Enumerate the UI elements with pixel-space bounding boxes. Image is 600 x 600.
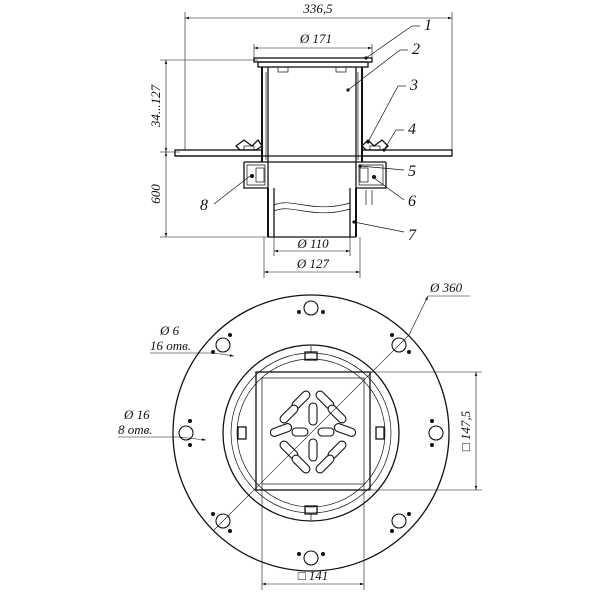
upper-body (261, 67, 363, 162)
section-view: 336,5 Ø 171 34...127 600 (148, 1, 453, 278)
large-hole-callout: Ø 16 8 отв. (118, 407, 207, 441)
callout-leaders (213, 25, 420, 233)
pipe-diameter-dimensions: Ø 110 Ø 127 (263, 236, 361, 278)
small-hole-callout: Ø 6 16 отв. (150, 323, 235, 357)
pipe-outer-diameter-label: Ø 127 (296, 256, 330, 271)
callout-6: 6 (408, 193, 416, 210)
grate-frame-inner (261, 377, 365, 485)
overall-width-label: 336,5 (302, 1, 333, 16)
height-range-label: 34...127 (148, 84, 163, 128)
clamp-housing (243, 161, 387, 189)
plan-view: Ø 360 Ø 6 16 отв. Ø 16 8 отв. □ 147,5 (118, 280, 482, 590)
wing-nut-left (235, 138, 263, 151)
callout-8: 8 (200, 197, 208, 214)
clamp-ring-outer (222, 344, 400, 522)
callout-5: 5 (408, 163, 416, 180)
small-hole-diameter-label: Ø 6 (159, 323, 180, 338)
callout-3: 3 (409, 77, 418, 94)
callout-1: 1 (424, 17, 432, 34)
floor-membrane (174, 149, 453, 157)
grate-side-dimension: □ 147,5 (370, 371, 482, 491)
large-hole-diameter-label: Ø 16 (123, 407, 150, 422)
outer-diameter-dimension: Ø 360 (212, 280, 470, 532)
outer-flange-circle (172, 294, 450, 572)
top-flange (253, 57, 373, 73)
small-hole-count-label: 16 отв. (150, 338, 191, 353)
total-height-label: 600 (148, 184, 163, 204)
callout-7: 7 (408, 227, 417, 244)
callout-4: 4 (408, 121, 416, 138)
grate-frame-outer (255, 371, 371, 491)
body-circle (236, 358, 386, 508)
flange-diameter-dimension: Ø 171 (253, 31, 373, 58)
grate-slots (269, 390, 357, 474)
grate-side-label: □ 147,5 (458, 410, 473, 451)
large-hole-count-label: 8 отв. (118, 422, 153, 437)
outer-diameter-label: Ø 360 (429, 280, 463, 295)
outlet-pipe (267, 188, 373, 238)
flange-diameter-label: Ø 171 (299, 31, 332, 46)
clamp-bolts (237, 346, 385, 520)
frame-side-label: □ 141 (298, 568, 329, 583)
frame-side-dimension: □ 141 (261, 484, 365, 590)
pipe-inner-diameter-label: Ø 110 (296, 236, 329, 251)
total-height-dimension: 600 (148, 152, 268, 238)
overall-width-dimension: 336,5 (184, 1, 453, 150)
callout-2: 2 (412, 41, 420, 58)
clamp-ring-inner (230, 352, 392, 514)
height-range-dimension: 34...127 (148, 59, 258, 153)
